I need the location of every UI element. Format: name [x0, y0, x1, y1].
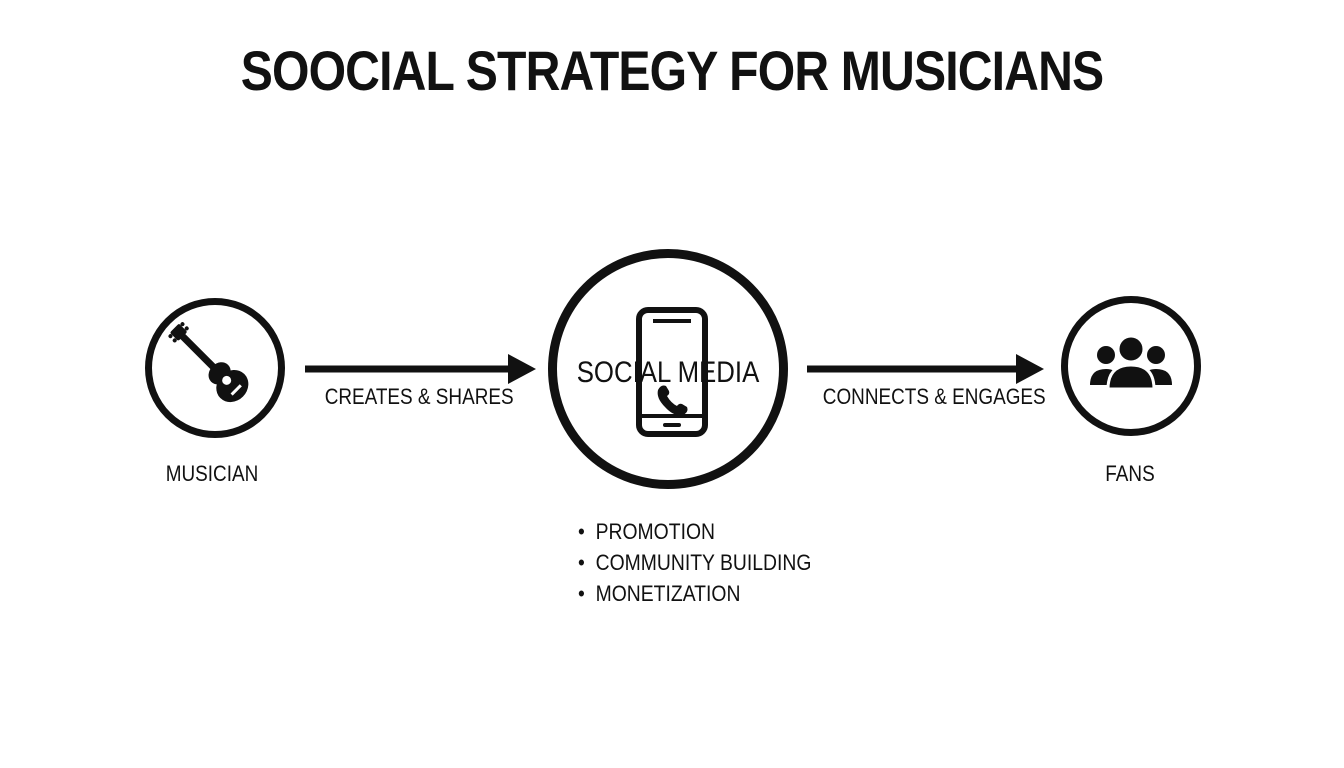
- social-media-label: SOCIAL MEDIA: [576, 356, 760, 389]
- bullet-glyph: •: [578, 581, 585, 606]
- edge-label-connects-engages: CONNECTS & ENGAGES: [822, 384, 1046, 409]
- function-label: COMMUNITY BUILDING: [595, 550, 812, 575]
- social-media-functions-list: • PROMOTION • COMMUNITY BUILDING • MONETIZA…: [578, 516, 843, 609]
- musician-label: MUSICIAN: [165, 461, 259, 486]
- fans-label: FANS: [1105, 461, 1155, 486]
- edge-label-creates-shares: CREATES & SHARES: [324, 384, 514, 409]
- social-media-node: SOCIAL MEDIA: [548, 249, 788, 489]
- list-item: • PROMOTION: [578, 516, 811, 547]
- list-item: • MONETIZATION: [578, 578, 811, 609]
- arrow-musician-to-social: [305, 354, 536, 384]
- fans-node: [1061, 296, 1201, 436]
- function-label: MONETIZATION: [595, 581, 741, 606]
- diagram-title: SOOCIAL STRATEGY FOR MUSICIANS: [240, 39, 1104, 102]
- bullet-glyph: •: [578, 519, 585, 544]
- function-label: PROMOTION: [595, 519, 715, 544]
- arrow-social-to-fans: [807, 354, 1044, 384]
- smartphone-icon: [636, 307, 708, 437]
- musician-node: [145, 298, 285, 438]
- list-item: • COMMUNITY BUILDING: [578, 547, 811, 578]
- guitar-icon: [168, 322, 249, 403]
- people-group-icon: [1090, 334, 1172, 391]
- bullet-glyph: •: [578, 550, 585, 575]
